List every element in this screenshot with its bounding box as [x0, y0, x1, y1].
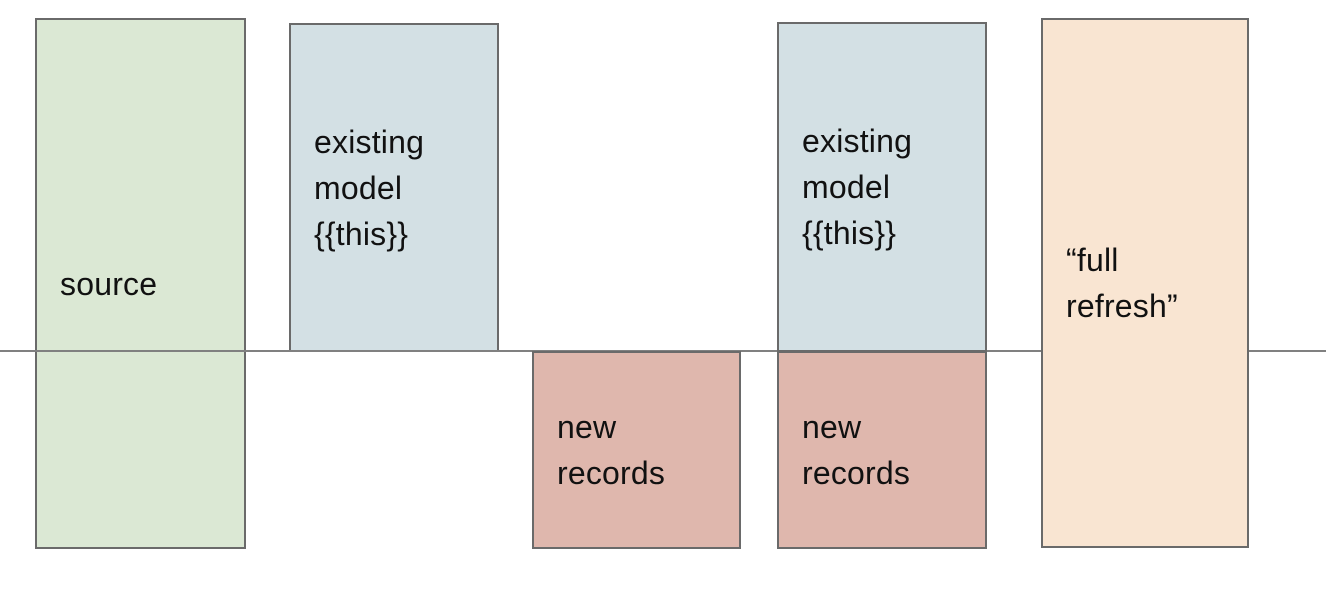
box-existing-model-left: existing model {{this}} [289, 23, 499, 352]
box-new-records-right-label: new records [802, 409, 911, 491]
box-full-refresh: “full refresh” [1041, 18, 1249, 548]
box-source: source [35, 18, 246, 549]
box-new-records-left: new records [532, 351, 741, 549]
box-existing-model-right-label: existing model {{this}} [802, 123, 913, 251]
box-existing-model-right: existing model {{this}} [777, 22, 987, 352]
box-new-records-left-label: new records [557, 409, 666, 491]
box-source-label: source [60, 265, 158, 302]
box-existing-model-left-label: existing model {{this}} [314, 123, 425, 252]
box-full-refresh-label: “full refresh” [1066, 242, 1178, 324]
box-new-records-right: new records [777, 351, 987, 549]
